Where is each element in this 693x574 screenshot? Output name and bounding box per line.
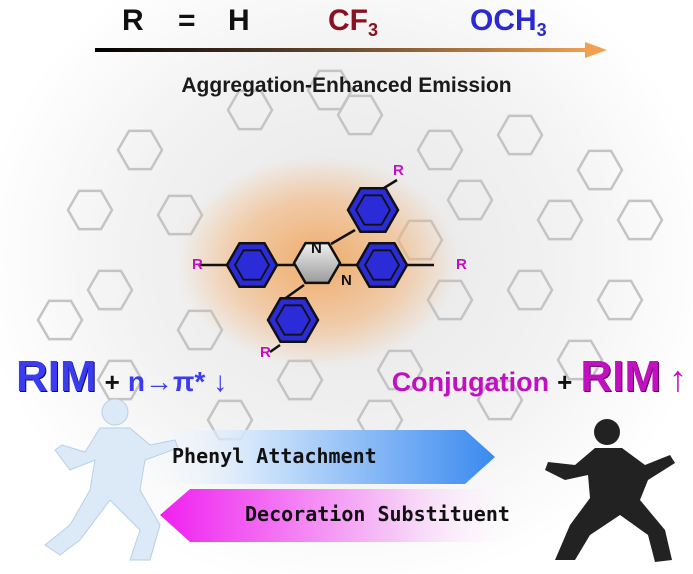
background-ring xyxy=(376,349,424,391)
bond xyxy=(383,178,398,190)
phenyl-ring xyxy=(355,242,409,288)
equals-sign: = xyxy=(178,4,196,37)
cf3-text: CF xyxy=(328,4,368,37)
phenyl-attachment-label: Phenyl Attachment xyxy=(172,444,377,468)
background-ring xyxy=(96,359,144,401)
substituent-cf3: CF3 xyxy=(328,4,378,41)
background-ring xyxy=(576,149,624,191)
background-ring xyxy=(536,199,584,241)
phenyl-inner-ring xyxy=(274,304,312,336)
phenyl-ring xyxy=(266,297,320,343)
background-ring xyxy=(596,279,644,321)
left-mechanism: RIM + n→π* ↓ xyxy=(16,352,227,402)
background-ring xyxy=(116,129,164,171)
background-ring xyxy=(556,339,604,381)
n-pi-transition: n→π* xyxy=(127,366,206,397)
substituent-och3: OCH3 xyxy=(470,4,547,41)
substituent-h: H xyxy=(228,4,250,37)
right-mechanism: Conjugation + RIM ↑ xyxy=(392,352,687,402)
decoration-substituent-arrow xyxy=(160,489,525,542)
phenyl-attachment-arrow xyxy=(130,430,495,484)
conjugation-label: Conjugation xyxy=(391,367,550,397)
bond xyxy=(269,343,281,354)
page-title: Aggregation-Enhanced Emission xyxy=(181,74,512,97)
background-ring xyxy=(446,179,494,221)
substituent-r-right: R xyxy=(456,256,467,273)
background-ring xyxy=(476,379,524,421)
r-label: R xyxy=(122,4,144,37)
decoration-substituent-label: Decoration Substituent xyxy=(245,502,510,526)
och3-subscript: 3 xyxy=(536,20,547,40)
background-ring xyxy=(36,299,84,341)
left-martial-artist-silhouette xyxy=(44,398,179,561)
pyrazine-ring xyxy=(292,241,342,285)
rim-right: RIM xyxy=(580,352,661,401)
phenyl-ring xyxy=(225,242,279,288)
background-molecule-pattern xyxy=(36,69,664,441)
och3-text: OCH xyxy=(470,4,537,37)
phenyl-inner-ring xyxy=(354,194,392,226)
background-ring xyxy=(86,269,134,311)
trend-arrow xyxy=(95,42,607,58)
background-ring xyxy=(616,199,664,241)
phenyl-inner-ring xyxy=(363,249,401,281)
plus-right: + xyxy=(557,367,573,397)
cf3-subscript: 3 xyxy=(368,20,379,40)
rim-left: RIM xyxy=(16,352,97,401)
plus-left: + xyxy=(104,367,120,397)
background-ring xyxy=(496,114,544,156)
right-martial-artist-silhouette xyxy=(545,419,675,562)
background-ring xyxy=(66,189,114,231)
pyrazine-nitrogen: N xyxy=(311,240,322,257)
substituent-r-top: R xyxy=(393,162,404,179)
substituent-r-left: R xyxy=(192,256,203,273)
trend-up-arrow: ↑ xyxy=(669,358,687,399)
phenyl-inner-ring xyxy=(233,249,271,281)
pyrazine-nitrogen: N xyxy=(341,272,352,289)
background-ring xyxy=(336,94,384,136)
background-ring xyxy=(226,89,274,131)
background-ring xyxy=(306,69,354,111)
bond xyxy=(330,228,356,246)
substituent-r-bottom: R xyxy=(260,344,271,361)
background-ring xyxy=(416,129,464,171)
tetraphenylpyrazine-molecule xyxy=(200,178,434,354)
background-ring xyxy=(506,269,554,311)
phenyl-ring xyxy=(346,187,400,233)
trend-down-arrow: ↓ xyxy=(213,366,228,397)
